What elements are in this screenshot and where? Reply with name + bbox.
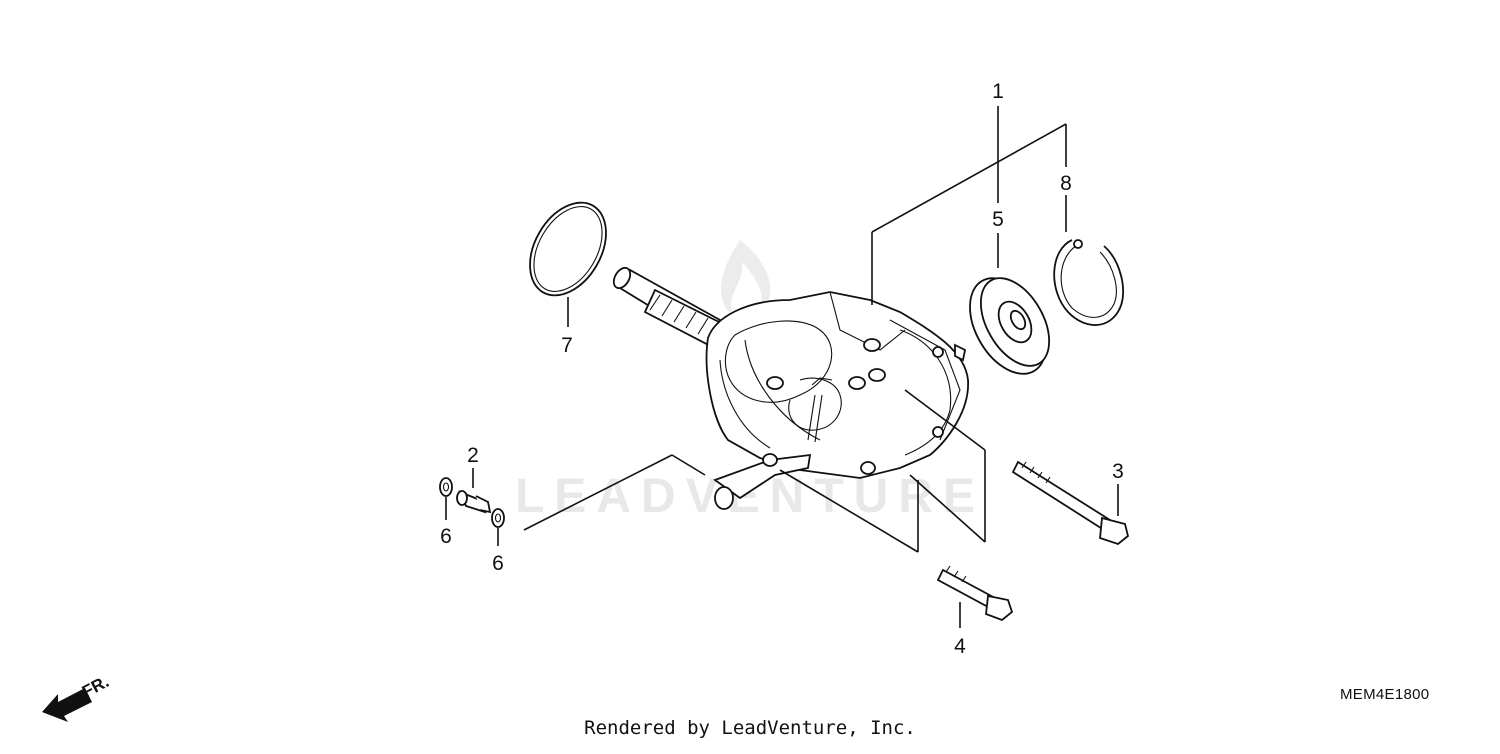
callout-1: 1 [992, 80, 1004, 103]
front-direction-arrow: FR. [42, 672, 112, 722]
footer-credit: Rendered by LeadVenture, Inc. [584, 717, 916, 739]
o-ring[interactable] [514, 189, 621, 309]
bolt-short[interactable] [936, 565, 1014, 622]
callout-3: 3 [1112, 460, 1124, 483]
diagram-code: MEM4E1800 [1340, 686, 1430, 703]
callout-8: 8 [1060, 172, 1072, 195]
sealing-washer-right[interactable] [491, 508, 505, 528]
callout-6-left: 6 [440, 525, 452, 548]
final-gear-case[interactable] [705, 291, 969, 510]
sealing-washer-left[interactable] [439, 477, 453, 497]
callout-6-right: 6 [492, 552, 504, 575]
bearing[interactable] [954, 265, 1063, 387]
callout-2: 2 [467, 444, 479, 467]
callout-4: 4 [954, 635, 966, 658]
bolt-long[interactable] [1011, 460, 1130, 546]
drain-bolt[interactable] [456, 490, 492, 514]
callout-labels: 1 8 5 7 2 6 6 3 4 [440, 80, 1124, 658]
circlip[interactable] [1053, 239, 1124, 326]
callout-7: 7 [561, 334, 573, 357]
callout-5: 5 [992, 208, 1004, 231]
footer-credit-wrap: Rendered by LeadVenture, Inc. [0, 717, 1500, 739]
leader-lines [445, 106, 1119, 628]
